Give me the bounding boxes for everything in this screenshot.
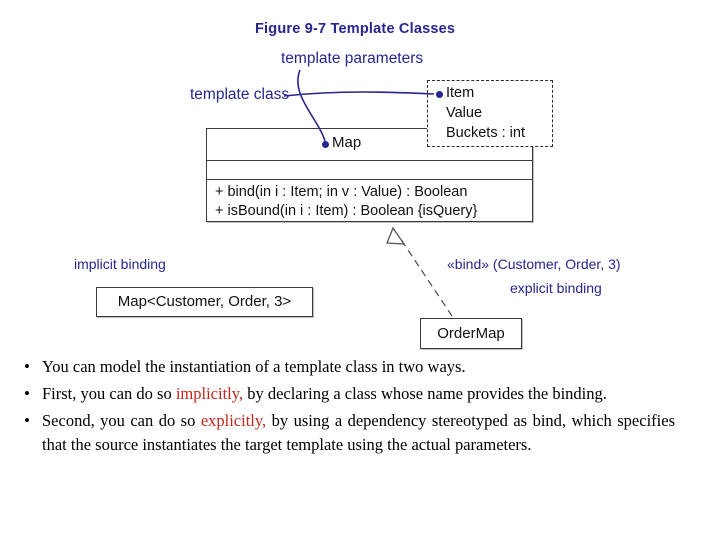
bullet-segment: by using a dependency stereotyped as bin… xyxy=(42,411,675,454)
annotation-template-parameters: template parameters xyxy=(281,50,424,67)
connector-template-class xyxy=(283,91,435,97)
class-operations-compartment: + bind(in i : Item; in v : Value) : Bool… xyxy=(207,180,532,221)
connector-bind-dependency xyxy=(399,237,453,317)
annotation-explicit-binding: explicit binding xyxy=(510,280,602,296)
operation-line: + bind(in i : Item; in v : Value) : Bool… xyxy=(215,184,468,200)
annotation-implicit-binding: implicit binding xyxy=(74,256,166,272)
template-parameter-box: Item Value Buckets : int xyxy=(427,80,553,147)
parameter-line: Value xyxy=(446,105,483,121)
figure-title: Figure 9-7 Template Classes xyxy=(255,21,456,37)
bullet-marker-icon: • xyxy=(24,384,30,403)
bullet-text: You can model the instantiation of a tem… xyxy=(42,355,697,379)
bullet-marker-icon: • xyxy=(24,357,30,376)
parameter-line: Buckets : int xyxy=(446,125,525,141)
leader-dot-item-icon xyxy=(436,91,443,98)
bullet-segment: You can model the instantiation of a tem… xyxy=(42,357,466,376)
parameter-line: Item xyxy=(446,85,475,101)
annotation-bind-stereotype: «bind» (Customer, Order, 3) xyxy=(447,256,621,272)
list-item: • First, you can do so implicitly, by de… xyxy=(0,382,720,406)
bullet-text: Second, you can do so explicitly, by usi… xyxy=(42,409,697,457)
bullet-marker-icon: • xyxy=(24,411,30,430)
uml-template-class-diagram: Figure 9-7 Template Classes template par… xyxy=(74,21,621,349)
bullet-segment: Second, you can do so xyxy=(42,411,201,430)
class-box-ordermap: OrderMap xyxy=(420,318,522,349)
class-name-compartment: Map xyxy=(207,129,532,161)
bullet-list: • You can model the instantiation of a t… xyxy=(0,355,720,460)
bullet-segment-emphasis: explicitly, xyxy=(200,411,267,430)
bullet-segment: First, you can do so xyxy=(42,384,176,403)
bullet-text: First, you can do so implicitly, by decl… xyxy=(42,382,697,406)
list-item: • Second, you can do so explicitly, by u… xyxy=(0,409,720,457)
list-item: • You can model the instantiation of a t… xyxy=(0,355,720,379)
implicit-binding-box: Map<Customer, Order, 3> xyxy=(96,287,313,317)
class-name-label: Map xyxy=(332,134,362,151)
annotation-template-class: template class xyxy=(190,86,290,103)
bullet-segment-emphasis: implicitly, xyxy=(175,384,244,403)
ordermap-label: OrderMap xyxy=(437,325,505,342)
bullet-segment: by declaring a class whose name provides… xyxy=(243,384,607,403)
operation-line: + isBound(in i : Item) : Boolean {isQuer… xyxy=(215,203,478,219)
class-attributes-compartment xyxy=(207,161,532,180)
connector-bind-arrowhead xyxy=(386,226,406,245)
implicit-binding-label: Map<Customer, Order, 3> xyxy=(117,293,292,310)
leader-dot-map-icon xyxy=(322,141,329,148)
